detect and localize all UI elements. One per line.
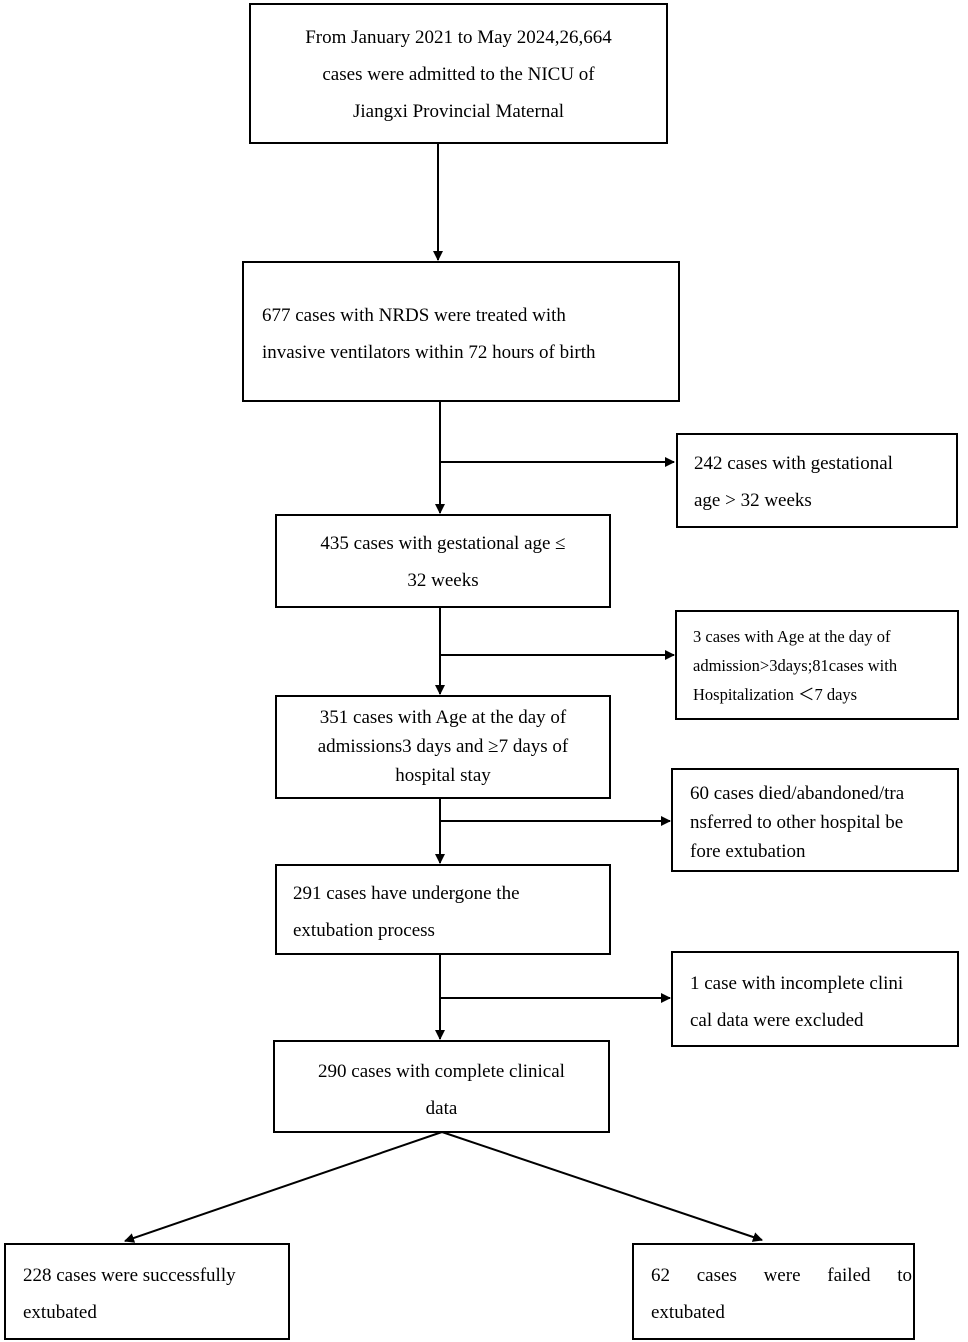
- box-excluded-died-transferred-line-1: 60 cases died/abandoned/tra: [690, 783, 905, 804]
- box-gestational-age-32-line-2: 32 weeks: [407, 570, 479, 591]
- box-excluded-died-transferred-line-3: fore extubation: [690, 841, 806, 862]
- box-nrds-line-1: 677 cases with NRDS were treated with: [262, 305, 566, 326]
- box-successfully-extubated: 228 cases were successfully extubated: [4, 1243, 290, 1340]
- box-start-line-1: From January 2021 to May 2024,26,664: [305, 27, 612, 48]
- box-extubation-process: 291 cases have undergone the extubation …: [275, 864, 611, 955]
- box-complete-clinical-data: 290 cases with complete clinical data: [273, 1040, 610, 1133]
- box-gestational-age-32-line-1: 435 cases with gestational age ≤: [320, 533, 566, 554]
- box-hospital-stay-line-2: admissions3 days and ≥7 days of: [317, 736, 569, 757]
- box-excluded-died-transferred: 60 cases died/abandoned/tra nsferred to …: [671, 768, 959, 872]
- box-complete-clinical-data-line-2: data: [425, 1098, 458, 1119]
- arrow-to-success: [124, 1131, 443, 1243]
- box-hospital-stay-line-1: 351 cases with Age at the day of: [319, 707, 567, 728]
- box-failed-extubation: 62 cases were failed to extubated: [632, 1243, 915, 1340]
- box-hospital-stay: 351 cases with Age at the day of admissi…: [275, 695, 611, 799]
- box-start-line-3: Jiangxi Provincial Maternal: [352, 101, 565, 122]
- box-extubation-process-line-1: 291 cases have undergone the: [293, 883, 520, 904]
- box-gestational-age-32: 435 cases with gestational age ≤ 32 week…: [275, 514, 611, 608]
- box-excluded-gestational-age-line-1: 242 cases with gestational: [694, 453, 893, 474]
- box-successfully-extubated-line-1: 228 cases were successfully: [23, 1265, 236, 1286]
- box-failed-extubation-line-2: extubated: [651, 1302, 725, 1323]
- box-excluded-age-hospitalization-line-3: Hospitalization ＜7 days: [693, 685, 858, 704]
- box-start: From January 2021 to May 2024,26,664 cas…: [249, 3, 668, 144]
- box-failed-extubation-line-1: 62 cases were failed to: [651, 1265, 913, 1286]
- box-complete-clinical-data-line-1: 290 cases with complete clinical: [318, 1061, 565, 1082]
- box-excluded-incomplete-data-line-2: cal data were excluded: [690, 1010, 864, 1031]
- box-excluded-gestational-age-line-2: age > 32 weeks: [694, 490, 812, 511]
- arrow-to-failed: [441, 1131, 763, 1242]
- box-start-line-2: cases were admitted to the NICU of: [322, 64, 595, 85]
- box-excluded-died-transferred-line-2: nsferred to other hospital be: [690, 812, 904, 833]
- box-extubation-process-line-2: extubation process: [293, 920, 435, 941]
- box-excluded-age-hospitalization-line-1: 3 cases with Age at the day of: [693, 627, 891, 646]
- box-nrds-line-2: invasive ventilators within 72 hours of …: [262, 342, 596, 363]
- box-excluded-incomplete-data-line-1: 1 case with incomplete clini: [690, 973, 904, 994]
- box-excluded-age-hospitalization: 3 cases with Age at the day of admission…: [675, 610, 959, 720]
- box-excluded-incomplete-data: 1 case with incomplete clini cal data we…: [671, 951, 959, 1047]
- box-nrds: 677 cases with NRDS were treated with in…: [242, 261, 680, 402]
- box-successfully-extubated-line-2: extubated: [23, 1302, 97, 1323]
- box-excluded-age-hospitalization-line-2: admission>3days;81cases with: [693, 656, 898, 675]
- box-excluded-gestational-age: 242 cases with gestational age > 32 week…: [676, 433, 958, 528]
- box-hospital-stay-line-3: hospital stay: [395, 765, 491, 786]
